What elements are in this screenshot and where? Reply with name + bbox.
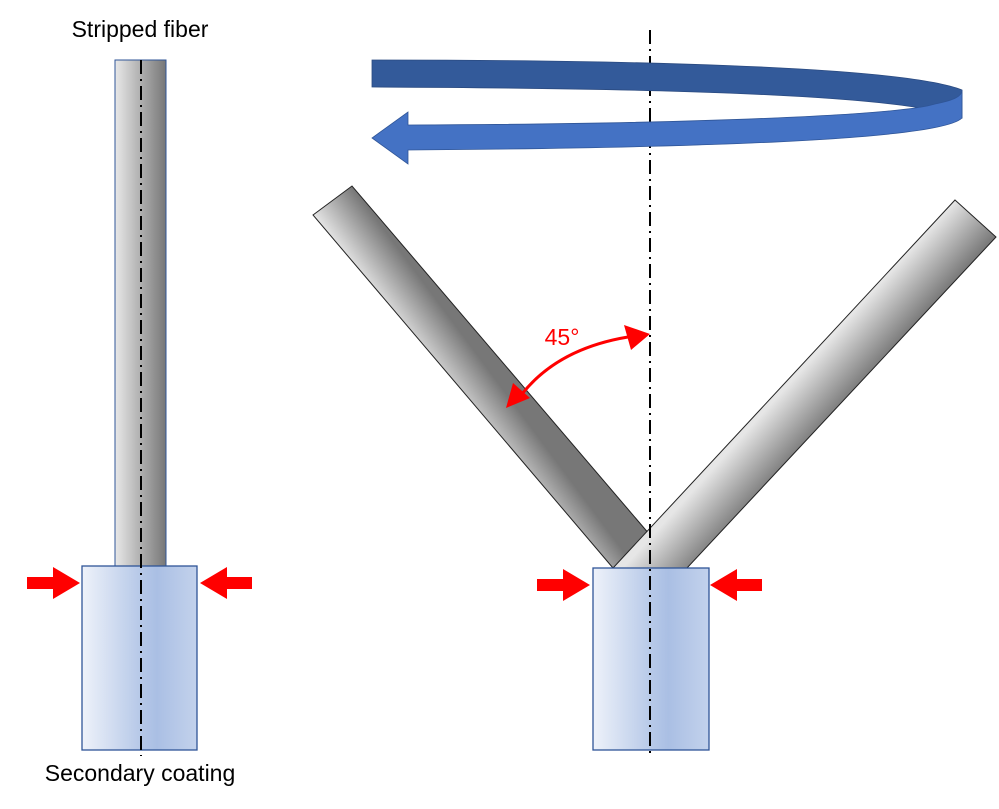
force-arrow-right-in-2 <box>710 569 762 601</box>
rotation-arrow-back <box>371 59 963 119</box>
force-arrow-left-in-2 <box>537 569 590 601</box>
stripped-fiber-label: Stripped fiber <box>71 16 209 42</box>
angle-arc <box>520 335 629 395</box>
stripped-fiber-bent-right <box>611 199 997 569</box>
angle-indicator <box>506 325 650 408</box>
angle-label: 45° <box>544 324 580 350</box>
secondary-coating-left <box>81 565 198 751</box>
stripped-fiber-bent-left <box>312 185 651 569</box>
angle-arrowhead-bottom <box>506 383 530 408</box>
secondary-coating-label: Secondary coating <box>44 760 236 786</box>
rotation-arrow-front <box>371 89 963 165</box>
force-arrow-left-in <box>27 567 80 599</box>
angle-arrowhead-top <box>624 325 650 350</box>
force-arrow-right-in <box>200 567 252 599</box>
